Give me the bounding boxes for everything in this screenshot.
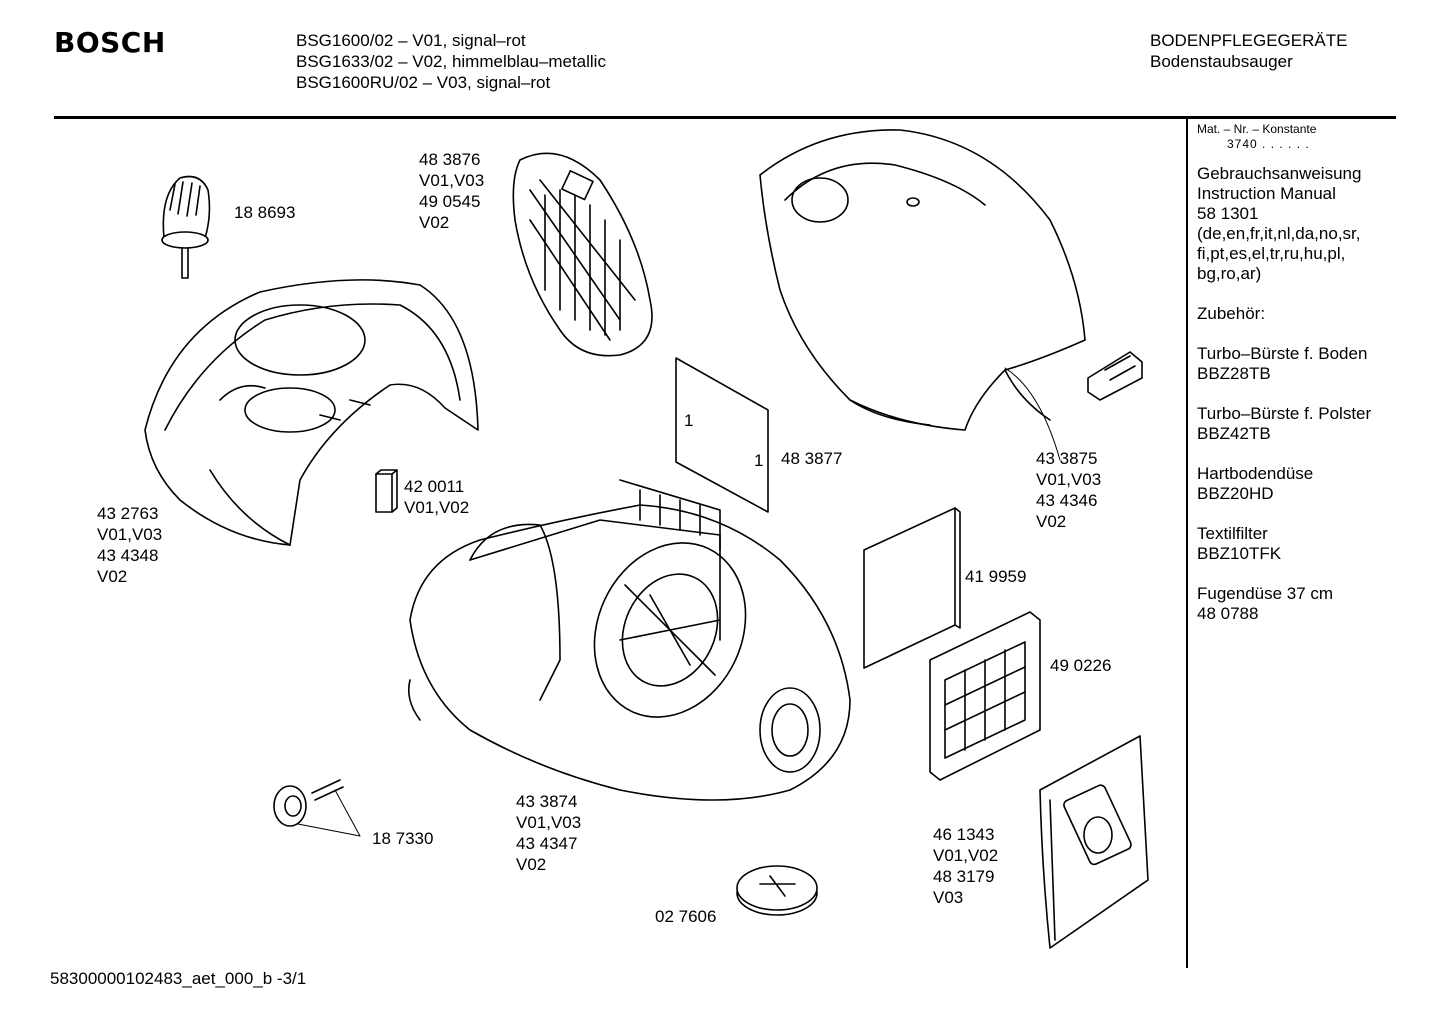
housing-lid-part-drawing bbox=[759, 129, 1086, 431]
part-variant: V01,V03 bbox=[419, 171, 485, 190]
part-variant: V03 bbox=[933, 888, 964, 907]
document-id: 58300000102483_aet_000_b -3/1 bbox=[50, 969, 307, 988]
part-label-419959: 41 9959 bbox=[965, 566, 1026, 587]
sidebar-block-turbo-floor: Turbo–Bürste f. Boden BBZ28TB bbox=[1197, 344, 1417, 384]
part-number: 18 8693 bbox=[234, 203, 296, 222]
part-number: 43 2763 bbox=[97, 504, 159, 523]
sidebar-block-turbo-upholstery: Turbo–Bürste f. Polster BBZ42TB bbox=[1197, 404, 1417, 444]
header-divider bbox=[54, 116, 1396, 119]
sidebar-block-manual: Gebrauchsanweisung Instruction Manual 58… bbox=[1197, 164, 1417, 284]
part-number: 48 3179 bbox=[933, 867, 995, 886]
part-variant: V02 bbox=[1036, 512, 1067, 531]
part-number: 43 3875 bbox=[1036, 449, 1098, 468]
sidebar-block-hard-floor: Hartbodendüse BBZ20HD bbox=[1197, 464, 1417, 504]
sidebar-line: BBZ10TFK bbox=[1197, 544, 1282, 563]
sidebar-line: fi,pt,es,el,tr,ru,hu,pl, bbox=[1197, 244, 1346, 263]
model-line: BSG1600/02 – V01, signal–rot bbox=[296, 31, 526, 50]
filter-frame-part-drawing bbox=[929, 611, 1041, 781]
sidebar-line: Hartbodendüse bbox=[1197, 464, 1314, 483]
top-cover-part-drawing bbox=[144, 279, 479, 546]
model-line: BSG1633/02 – V02, himmelblau–metallic bbox=[296, 52, 606, 71]
brand-logo: BOSCH bbox=[54, 26, 166, 59]
sidebar-divider bbox=[1186, 118, 1188, 968]
material-constant: Mat. – Nr. – Konstante 3740 . . . . . . bbox=[1197, 122, 1417, 152]
part-label-483876: 48 3876 V01,V03 49 0545 V02 bbox=[419, 149, 484, 233]
part-number: 43 4346 bbox=[1036, 491, 1098, 510]
part-label-461343: 46 1343 V01,V02 48 3179 V03 bbox=[933, 824, 998, 908]
sidebar-line: Fugendüse 37 cm bbox=[1197, 584, 1334, 603]
sidebar-line: bg,ro,ar) bbox=[1197, 264, 1262, 283]
part-variant: V02 bbox=[516, 855, 547, 874]
part-number: 46 1343 bbox=[933, 825, 995, 844]
part-number: 41 9959 bbox=[965, 567, 1027, 586]
filter-sheet-part-drawing bbox=[675, 357, 769, 513]
filter-mark: 1 bbox=[754, 451, 764, 470]
sidebar-line: 58 1301 bbox=[1197, 204, 1259, 223]
sidebar-block-textile-filter: Textilfilter BBZ10TFK bbox=[1197, 524, 1417, 564]
part-variant: V01,V02 bbox=[404, 498, 470, 517]
part-label-187330: 18 7330 bbox=[372, 828, 433, 849]
main-body-part-drawing bbox=[407, 479, 851, 801]
sidebar-line: Instruction Manual bbox=[1197, 184, 1336, 203]
part-variant: V01,V03 bbox=[516, 813, 582, 832]
material-constant-label: Mat. – Nr. – Konstante bbox=[1197, 122, 1317, 136]
sidebar-line: Gebrauchsanweisung bbox=[1197, 164, 1362, 183]
part-variant: V02 bbox=[97, 567, 128, 586]
category-title: BODENPFLEGEGERÄTE bbox=[1150, 31, 1348, 50]
sidebar-line: Zubehör: bbox=[1197, 304, 1266, 323]
small-block-part-drawing bbox=[375, 469, 398, 513]
material-constant-value: 3740 . . . . . . bbox=[1227, 137, 1310, 151]
filter-holder-part-drawing bbox=[512, 152, 653, 357]
dust-bag-part-drawing bbox=[1039, 735, 1149, 949]
part-variant: V01,V02 bbox=[933, 846, 999, 865]
part-number: 48 3876 bbox=[419, 150, 481, 169]
part-variant: V01,V03 bbox=[97, 525, 163, 544]
part-label-432763: 43 2763 V01,V03 43 4348 V02 bbox=[97, 503, 162, 587]
part-number: 42 0011 bbox=[404, 477, 465, 496]
part-variant: V01,V03 bbox=[1036, 470, 1102, 489]
sidebar-block-crevice-tool: Fugendüse 37 cm 48 0788 bbox=[1197, 584, 1417, 624]
filter-mark: 1 bbox=[684, 411, 694, 430]
part-variant: V02 bbox=[419, 213, 450, 232]
wheel-part-drawing bbox=[273, 779, 361, 837]
part-number: 49 0226 bbox=[1050, 656, 1112, 675]
category-block: BODENPFLEGEGERÄTE Bodenstaubsauger bbox=[1150, 30, 1347, 72]
part-number: 43 4348 bbox=[97, 546, 159, 565]
part-label-188693: 18 8693 bbox=[234, 202, 295, 223]
part-number: 48 3877 bbox=[781, 449, 843, 468]
sidebar-line: BBZ42TB bbox=[1197, 424, 1271, 443]
part-number: 18 7330 bbox=[372, 829, 434, 848]
part-label-483877: 48 3877 bbox=[781, 448, 842, 469]
category-subtitle: Bodenstaubsauger bbox=[1150, 52, 1293, 71]
sidebar-line: Textilfilter bbox=[1197, 524, 1268, 543]
sidebar-line: 48 0788 bbox=[1197, 604, 1259, 623]
sidebar-line: BBZ20HD bbox=[1197, 484, 1274, 503]
knob-part-drawing bbox=[161, 175, 211, 279]
sidebar-line: BBZ28TB bbox=[1197, 364, 1271, 383]
sidebar: Mat. – Nr. – Konstante 3740 . . . . . . … bbox=[1197, 122, 1417, 644]
part-label-027606: 02 7606 bbox=[655, 906, 716, 927]
part-label-490226: 49 0226 bbox=[1050, 655, 1111, 676]
filter-pad-part-drawing bbox=[863, 507, 961, 669]
model-line: BSG1600RU/02 – V03, signal–rot bbox=[296, 73, 551, 92]
part-label-433874: 43 3874 V01,V03 43 4347 V02 bbox=[516, 791, 581, 875]
cap-part-drawing bbox=[736, 865, 818, 916]
sidebar-line: (de,en,fr,it,nl,da,no,sr, bbox=[1197, 224, 1361, 243]
part-number: 02 7606 bbox=[655, 907, 717, 926]
model-list: BSG1600/02 – V01, signal–rot BSG1633/02 … bbox=[296, 30, 606, 93]
part-number: 43 4347 bbox=[516, 834, 578, 853]
sidebar-line: Turbo–Bürste f. Polster bbox=[1197, 404, 1372, 423]
sidebar-block-accessories: Zubehör: bbox=[1197, 304, 1417, 324]
part-number: 43 3874 bbox=[516, 792, 578, 811]
part-label-420011: 42 0011 V01,V02 bbox=[404, 476, 469, 518]
lid-clip-part-drawing bbox=[1004, 351, 1143, 461]
part-number: 49 0545 bbox=[419, 192, 481, 211]
part-label-433875: 43 3875 V01,V03 43 4346 V02 bbox=[1036, 448, 1101, 532]
sidebar-line: Turbo–Bürste f. Boden bbox=[1197, 344, 1368, 363]
